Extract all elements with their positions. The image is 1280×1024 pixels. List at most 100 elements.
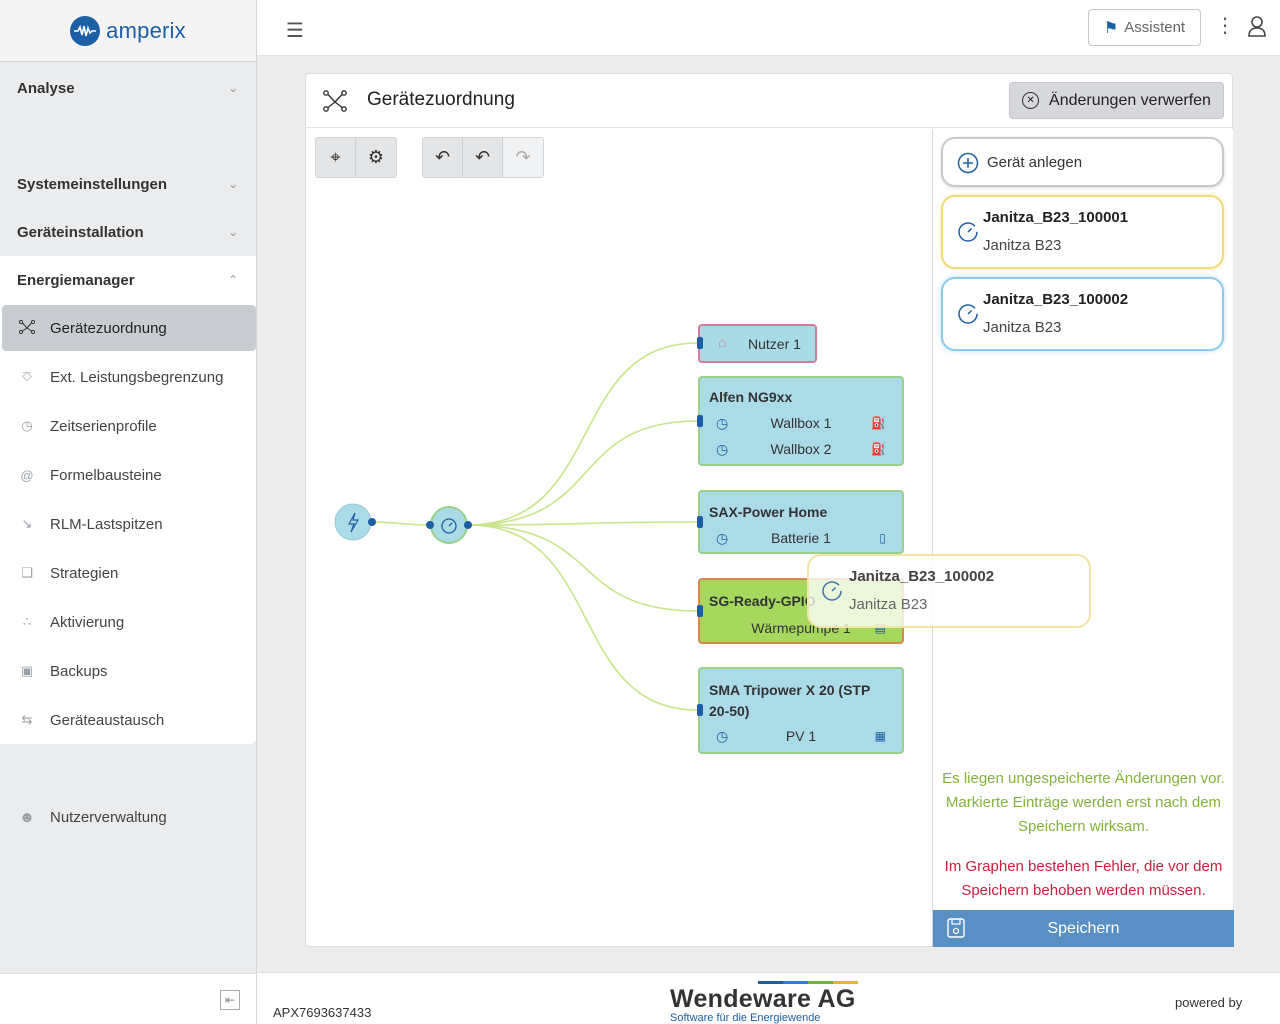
node-port[interactable] <box>697 605 703 617</box>
sidebar-item-backups[interactable]: ▣ Backups <box>2 648 256 694</box>
node-row-wallbox-2[interactable]: ◷ Wallbox 2 ⛽ <box>700 438 902 460</box>
footer: APX7693637433 Wendeware AG Software für … <box>257 972 1280 1024</box>
node-row-pv-1[interactable]: ◷ PV 1 ▦ <box>700 725 902 747</box>
graph-node-sax[interactable]: SAX-Power Home ◷ Batterie 1 ▯ <box>698 490 904 554</box>
device-assignment-card: Gerätezuordnung ✕ Änderungen verwerfen <box>305 73 1234 947</box>
assistant-button[interactable]: ⚑ Assistent <box>1088 9 1201 46</box>
section-label: Energiemanager <box>17 271 135 289</box>
sidebar-item-label: Geräteaustausch <box>50 711 165 729</box>
chevron-down-icon: ⌄ <box>227 177 238 191</box>
sidebar-item-geraeteaustausch[interactable]: ⇆ Geräteaustausch <box>2 697 256 743</box>
more-options-icon[interactable]: ⋮ <box>1215 15 1235 37</box>
chevron-down-icon: ⌄ <box>227 81 238 95</box>
lightning-icon <box>347 512 360 533</box>
undo-button[interactable]: ↶ <box>463 138 503 177</box>
menu-icon[interactable]: ☰ <box>286 20 304 42</box>
node-row-batterie-1[interactable]: ◷ Batterie 1 ▯ <box>700 527 902 549</box>
sidebar-section-analyse[interactable]: Analyse ⌄ <box>0 66 256 110</box>
timer-icon <box>958 222 978 242</box>
discard-label: Änderungen verwerfen <box>1049 91 1211 109</box>
assistant-label: Assistent <box>1124 19 1186 36</box>
edge-alfen <box>467 420 699 526</box>
chevron-down-icon: ⌄ <box>227 225 238 239</box>
timer-icon: ◷ <box>716 440 729 457</box>
node-port[interactable] <box>697 337 703 349</box>
undo-icon: ↶ <box>474 147 491 167</box>
dragged-device-card[interactable]: Janitza_B23_100002 Janitza B23 <box>807 554 1091 628</box>
wendeware-logo: Wendeware AG Software für die Energiewen… <box>670 981 858 1024</box>
node-port[interactable] <box>368 518 376 526</box>
device-card[interactable]: Janitza_B23_100002 Janitza B23 <box>941 277 1224 351</box>
company-name: Wendeware AG <box>670 985 856 1013</box>
row-label: Batterie 1 <box>771 530 831 546</box>
edge-sma <box>467 524 699 711</box>
graph-node-alfen[interactable]: Alfen NG9xx ◷ Wallbox 1 ⛽ ◷ Wallbox 2 ⛽ <box>698 376 904 466</box>
graph-canvas[interactable]: ⌖ ⚙ ↶ ↶ ↷ ⌂ Nutzer 1 Alfen NG9xx ◷ Wallb… <box>306 129 932 947</box>
swap-icon: ⇆ <box>21 712 33 727</box>
users-icon: ☻ <box>19 808 35 826</box>
node-port[interactable] <box>697 415 703 427</box>
center-view-button[interactable]: ⌖ <box>316 138 356 177</box>
node-port[interactable] <box>426 521 434 529</box>
device-card[interactable]: Janitza_B23_100001 Janitza B23 <box>941 195 1224 269</box>
grid-node[interactable] <box>334 503 376 541</box>
add-device-button[interactable]: Gerät anlegen <box>941 137 1224 187</box>
device-type: Janitza B23 <box>849 596 928 613</box>
sidebar-item-formelbausteine[interactable]: @ Formelbausteine <box>2 452 256 498</box>
user-icon[interactable] <box>1247 15 1269 39</box>
node-row-wallbox-1[interactable]: ◷ Wallbox 1 ⛽ <box>700 412 902 434</box>
sidebar-item-ext-leistungsbegrenzung[interactable]: ⎏ Ext. Leistungsbegrenzung <box>2 354 256 400</box>
sidebar-section-systemeinstellungen[interactable]: Systemeinstellungen ⌄ <box>0 162 256 206</box>
sidebar-item-label: Gerätezuordnung <box>50 319 167 337</box>
graph-node-sg-ready[interactable]: SG-Ready-GPIO Wärmepumpe 1 ▤ <box>698 578 904 644</box>
auto-layout-button[interactable]: ⚙ <box>356 138 396 177</box>
crosshair-icon: ⌖ <box>330 147 341 167</box>
node-title: SAX-Power Home <box>709 504 828 520</box>
device-name: Janitza_B23_100001 <box>983 209 1129 226</box>
timer-icon <box>441 518 457 534</box>
sidebar-item-nutzerverwaltung[interactable]: ☻ Nutzerverwaltung <box>2 794 256 840</box>
sidebar-item-label: Zeitserienprofile <box>50 417 157 435</box>
redo-button[interactable]: ↷ <box>503 138 543 177</box>
discard-changes-button[interactable]: ✕ Änderungen verwerfen <box>1009 82 1224 119</box>
page-title: Gerätezuordnung <box>367 89 515 110</box>
save-button[interactable]: Speichern <box>933 910 1234 947</box>
redo-icon: ↷ <box>515 147 531 167</box>
sidebar-item-zeitserienprofile[interactable]: ◷ Zeitserienprofile <box>2 403 256 449</box>
at-icon: @ <box>20 467 34 483</box>
save-icon: ▣ <box>20 663 34 678</box>
meter-node[interactable] <box>426 506 472 544</box>
row-label: PV 1 <box>785 728 817 744</box>
collapse-sidebar-icon[interactable]: ⇤ <box>220 990 240 1010</box>
node-port[interactable] <box>697 704 703 716</box>
sidebar-item-geraetezuordnung[interactable]: Gerätezuordnung <box>2 305 256 351</box>
timer-icon: ◷ <box>21 418 33 433</box>
unsaved-changes-message: Es liegen ungespeicherte Änderungen vor.… <box>942 770 1225 835</box>
save-label: Speichern <box>1047 919 1120 937</box>
layers-icon: ❏ <box>21 565 33 580</box>
node-port[interactable] <box>697 516 703 528</box>
sidebar-item-strategien[interactable]: ❏ Strategien <box>2 550 256 596</box>
sidebar-item-aktivierung[interactable]: ∴ Aktivierung <box>2 599 256 645</box>
sidebar-section-geraeteinstallation[interactable]: Geräteinstallation ⌄ <box>0 210 256 254</box>
graph-node-sma[interactable]: SMA Tripower X 20 (STP 20-50) ◷ PV 1 ▦ <box>698 667 904 754</box>
powered-by-label: powered by <box>1175 995 1243 1010</box>
graph-node-nutzer[interactable]: ⌂ Nutzer 1 <box>698 324 817 363</box>
plus-circle-icon <box>957 152 979 174</box>
close-circle-icon: ✕ <box>1022 92 1040 109</box>
company-tagline: Software für die Energiewende <box>670 1012 821 1024</box>
edge-sax <box>467 521 699 526</box>
sidebar-item-rlm-lastspitzen[interactable]: ↘ RLM-Lastspitzen <box>2 501 256 547</box>
serial-number: APX7693637433 <box>273 1005 372 1020</box>
heat-pump-icon: ▤ <box>874 621 886 635</box>
section-label: Geräteinstallation <box>17 223 144 241</box>
chevron-up-icon: ⌃ <box>227 273 238 287</box>
brand-logo[interactable]: amperix <box>0 0 256 62</box>
node-port[interactable] <box>464 521 472 529</box>
sidebar-item-label: Aktivierung <box>50 613 125 631</box>
undo-all-button[interactable]: ↶ <box>423 138 463 177</box>
signpost-icon: ⚑ <box>1103 19 1119 37</box>
timer-icon: ◷ <box>716 414 729 431</box>
sidebar-section-energiemanager[interactable]: Energiemanager ⌃ <box>0 258 256 302</box>
sidebar-item-label: Ext. Leistungsbegrenzung <box>50 368 224 386</box>
